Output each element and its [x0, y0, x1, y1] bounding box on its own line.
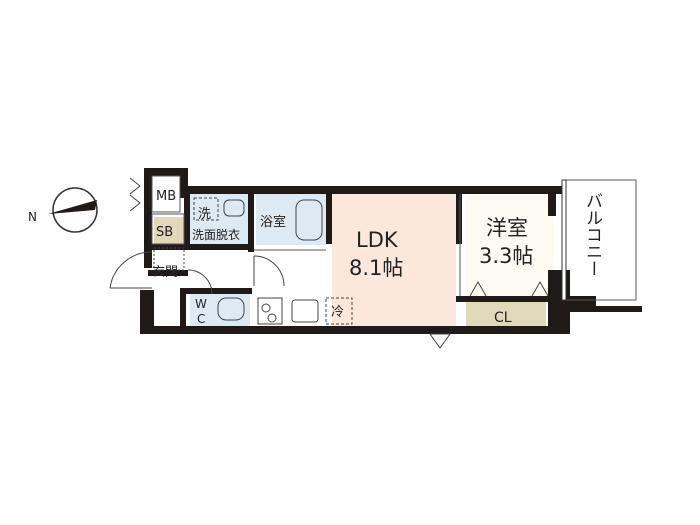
youshitsu-floor	[466, 193, 554, 296]
washing-machine-label: 洗	[198, 207, 211, 222]
mb-door-mark	[129, 177, 141, 195]
compass: N	[28, 187, 98, 233]
burner-2	[267, 313, 277, 323]
bathtub	[295, 199, 323, 241]
mb-label: MB	[156, 189, 176, 204]
washroom-label: 洗面脱衣	[192, 227, 240, 242]
shoe-box	[153, 247, 185, 271]
youshitsu-name-label: 洋室	[486, 216, 528, 240]
walls	[140, 168, 642, 334]
bathroom-floor	[256, 193, 328, 245]
fridge-label: 冷	[331, 305, 344, 320]
closet-label: CL	[494, 310, 512, 326]
wc-floor	[190, 294, 250, 329]
fridge-space	[325, 297, 353, 325]
entrance-label: 玄関	[152, 265, 178, 280]
wc-door-arc	[187, 269, 213, 295]
stove	[257, 297, 283, 325]
washing-machine-space	[193, 197, 219, 221]
wc-label-c: C	[197, 312, 205, 326]
ldk-name-label: LDK	[356, 228, 399, 252]
fixtures	[153, 197, 549, 349]
youshitsu-size-label: 3.3帖	[479, 244, 533, 268]
closet-floor	[466, 302, 546, 330]
ldk-floor	[332, 193, 456, 326]
meter-marker	[429, 333, 451, 349]
mb-door-mark-2	[129, 194, 141, 212]
balcony-label: バルコニー	[582, 192, 602, 277]
ldk-size-label: 8.1帖	[349, 256, 403, 280]
washroom-floor	[190, 193, 250, 245]
sb-floor	[154, 217, 184, 244]
wc-label-w: W	[195, 297, 207, 311]
doors	[109, 177, 285, 295]
balcony-window	[561, 179, 567, 301]
washbasin	[223, 199, 245, 217]
entrance-door-arc	[109, 251, 153, 289]
ldk-door-arc	[253, 255, 285, 287]
closet-door-right	[531, 280, 549, 297]
burner-1	[261, 303, 271, 313]
bathroom-label: 浴室	[260, 214, 286, 230]
closet-door-left	[469, 280, 487, 297]
sb-label: SB	[156, 225, 173, 240]
kitchen-sink	[291, 299, 319, 323]
compass-north-label: N	[28, 210, 37, 224]
compass-ring	[52, 187, 98, 233]
toilet	[217, 297, 245, 321]
compass-needle	[48, 200, 97, 214]
